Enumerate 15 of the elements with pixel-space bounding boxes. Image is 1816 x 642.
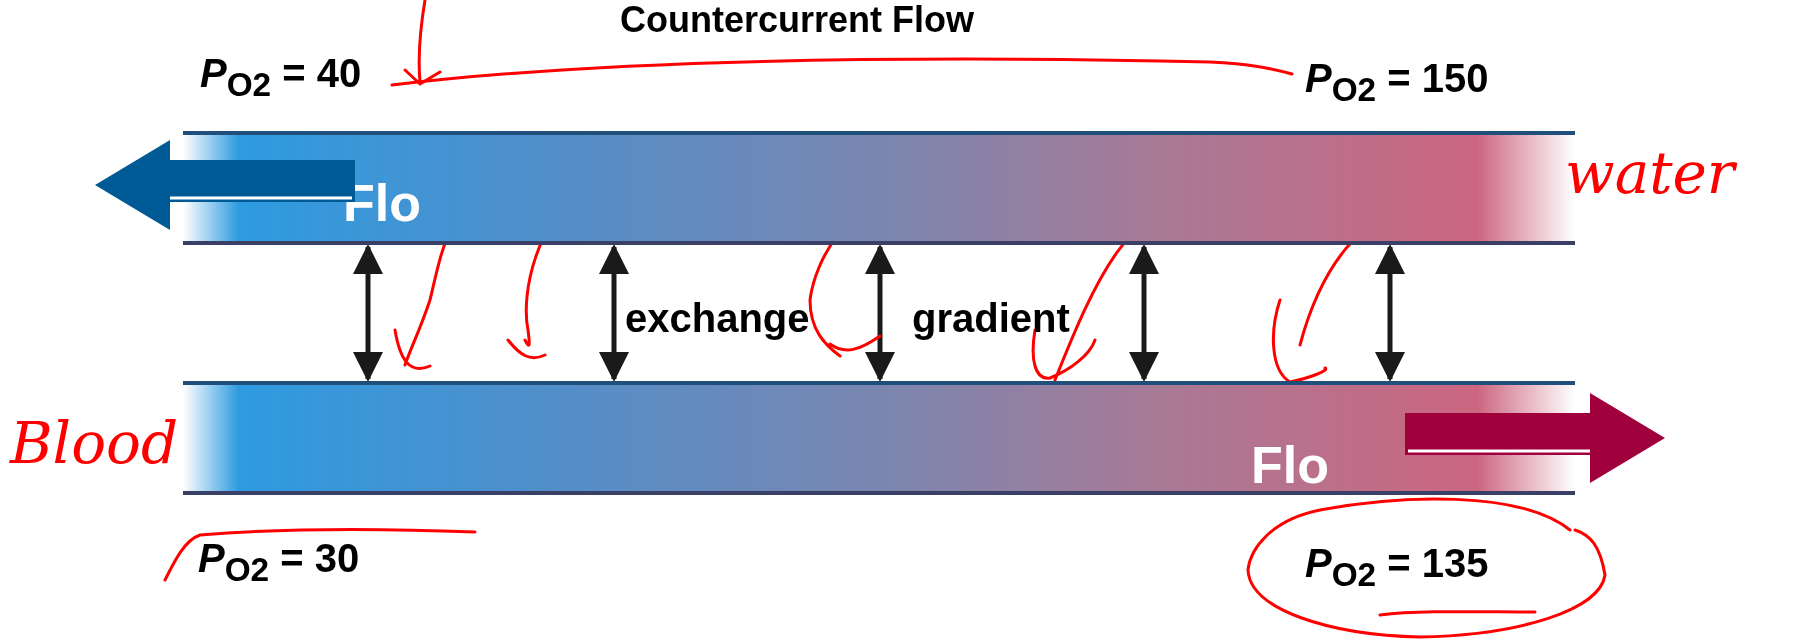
pressure-label: P$_{O2}$ = 135 xyxy=(1305,540,1489,595)
handwritten-note: Blood xyxy=(10,410,179,476)
pressure-label: P$_{O2}$ = 40 xyxy=(200,50,362,105)
double-arrow xyxy=(865,244,895,382)
double-arrow xyxy=(1129,244,1159,382)
pressure-label: P$_{O2}$ = 30 xyxy=(198,535,360,590)
pressure-label: P$_{O2}$ = 150 xyxy=(1305,55,1489,110)
double-arrow xyxy=(1375,244,1405,382)
flow-label: Flo xyxy=(1251,437,1329,493)
diagram-title: Countercurrent Flow xyxy=(620,0,974,40)
double-arrow xyxy=(353,244,383,382)
diagram-label: exchange xyxy=(625,295,810,341)
diagram-label: gradient xyxy=(912,295,1070,341)
flow-channel xyxy=(183,381,1575,495)
double-arrow xyxy=(599,244,629,382)
